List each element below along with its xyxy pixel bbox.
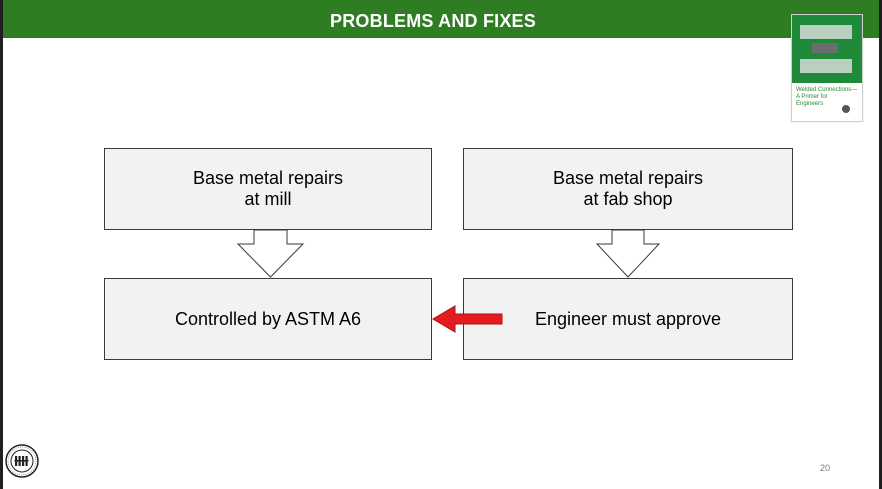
title-bar: PROBLEMS AND FIXES — [3, 0, 879, 38]
box-engineer-approve-label: Engineer must approve — [534, 308, 722, 329]
box-fab-shop-repairs: Base metal repairs at fab shop — [463, 148, 793, 230]
book-cover-art-band-bottom — [800, 59, 852, 73]
box-fab-shop-repairs-label: Base metal repairs at fab shop — [552, 168, 704, 209]
down-arrow-right-icon — [595, 229, 661, 278]
book-cover-thumbnail: Welded Connections— A Primer for Enginee… — [791, 14, 863, 122]
box-engineer-approve: Engineer must approve — [463, 278, 793, 360]
book-caption-line3: Engineers — [796, 101, 824, 107]
box-mill-repairs-label: Base metal repairs at mill — [192, 168, 344, 209]
book-publisher-logo-icon — [842, 105, 850, 113]
book-cover-art-band-top — [800, 25, 852, 39]
book-cover-art — [792, 15, 862, 83]
slide-frame-right — [879, 0, 882, 489]
box-astm-a6: Controlled by ASTM A6 — [104, 278, 432, 360]
slide-frame-left — [0, 0, 3, 489]
slide-title: PROBLEMS AND FIXES — [330, 11, 536, 31]
book-caption-line1: Welded Connections— — [796, 87, 858, 93]
down-arrow-left-icon — [236, 229, 305, 278]
book-caption-line2: A Primer for — [796, 94, 828, 100]
box-astm-a6-label: Controlled by ASTM A6 — [174, 308, 362, 329]
book-cover-caption: Welded Connections— A Primer for Enginee… — [796, 87, 858, 108]
page-number: 20 — [820, 463, 831, 473]
book-cover-art-band-mid — [812, 43, 838, 53]
box-mill-repairs: Base metal repairs at mill — [104, 148, 432, 230]
red-left-arrow-icon — [432, 305, 503, 333]
aisc-seal-icon — [5, 444, 39, 478]
